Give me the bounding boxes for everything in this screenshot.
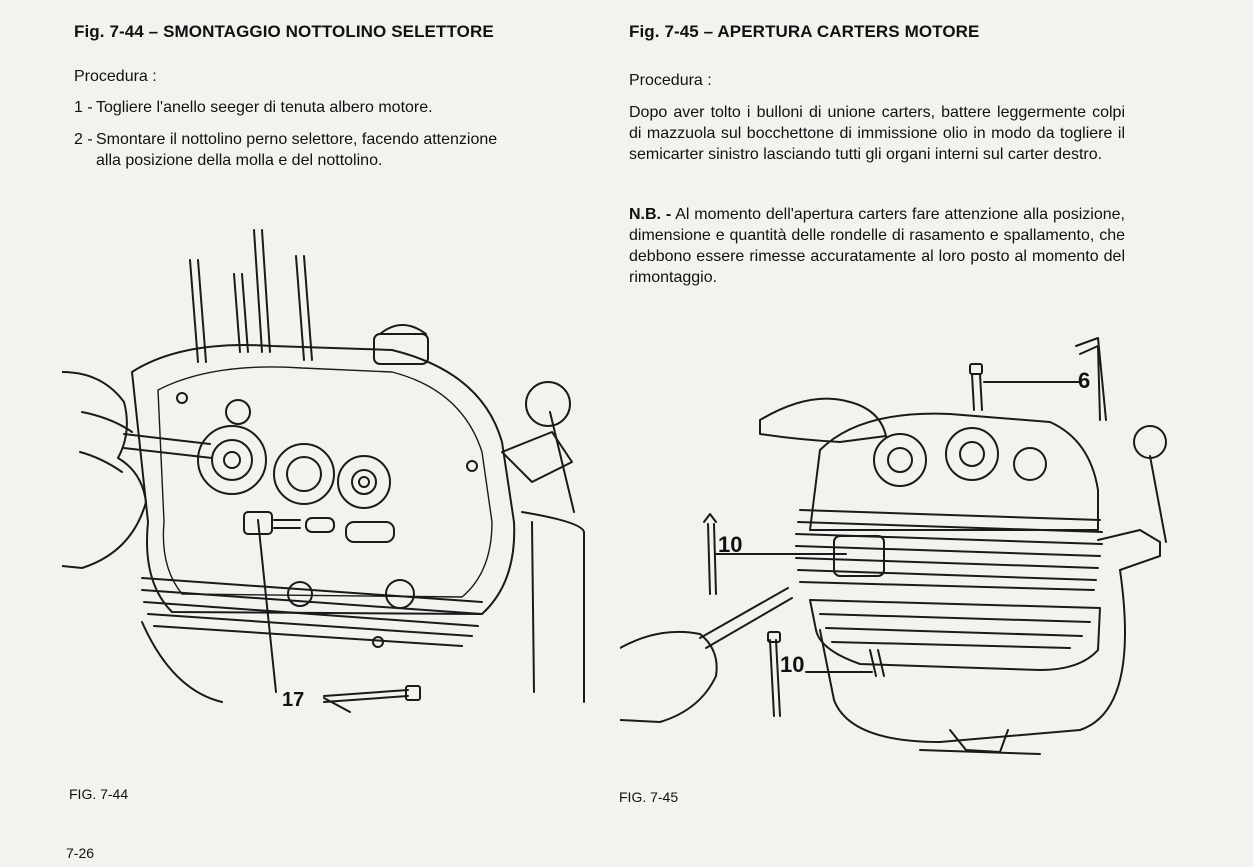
- note-paragraph: N.B. - Al momento dell'apertura carters …: [629, 204, 1125, 288]
- figure-7-44-illustration: 17: [62, 229, 585, 713]
- page-number: 7-26: [66, 845, 95, 861]
- step-text-line2: alla posizione della molla e del nottoli…: [96, 152, 383, 169]
- callout-6: 6: [1078, 368, 1090, 393]
- step-1: 1 -Togliere l'anello seeger di tenuta al…: [74, 97, 433, 118]
- step-2: 2 -Smontare il nottolino perno selettore…: [74, 129, 497, 171]
- figure-7-45-illustration: 6 10 10: [620, 337, 1167, 755]
- procedure-label-left: Procedura :: [74, 68, 157, 85]
- step-text: Togliere l'anello seeger di tenuta alber…: [96, 99, 433, 116]
- section-title-left: Fig. 7-44 – SMONTAGGIO NOTTOLINO SELETTO…: [74, 22, 494, 41]
- note-text: Al momento dell'apertura carters fare at…: [629, 206, 1125, 286]
- step-number: 2 -: [74, 131, 93, 148]
- callout-10-low: 10: [780, 652, 804, 677]
- callout-10-mid: 10: [718, 532, 742, 557]
- procedure-paragraph: Dopo aver tolto i bulloni di unione cart…: [629, 104, 1125, 163]
- note-label: N.B. -: [629, 206, 672, 223]
- procedure-label-right: Procedura :: [629, 72, 712, 89]
- figure-caption-left: FIG. 7-44: [69, 786, 129, 802]
- step-number: 1 -: [74, 99, 93, 116]
- step-text-line1: Smontare il nottolino perno selettore, f…: [96, 131, 498, 148]
- callout-17: 17: [282, 689, 304, 711]
- section-title-right: Fig. 7-45 – APERTURA CARTERS MOTORE: [629, 22, 980, 41]
- figure-caption-right: FIG. 7-45: [619, 789, 679, 805]
